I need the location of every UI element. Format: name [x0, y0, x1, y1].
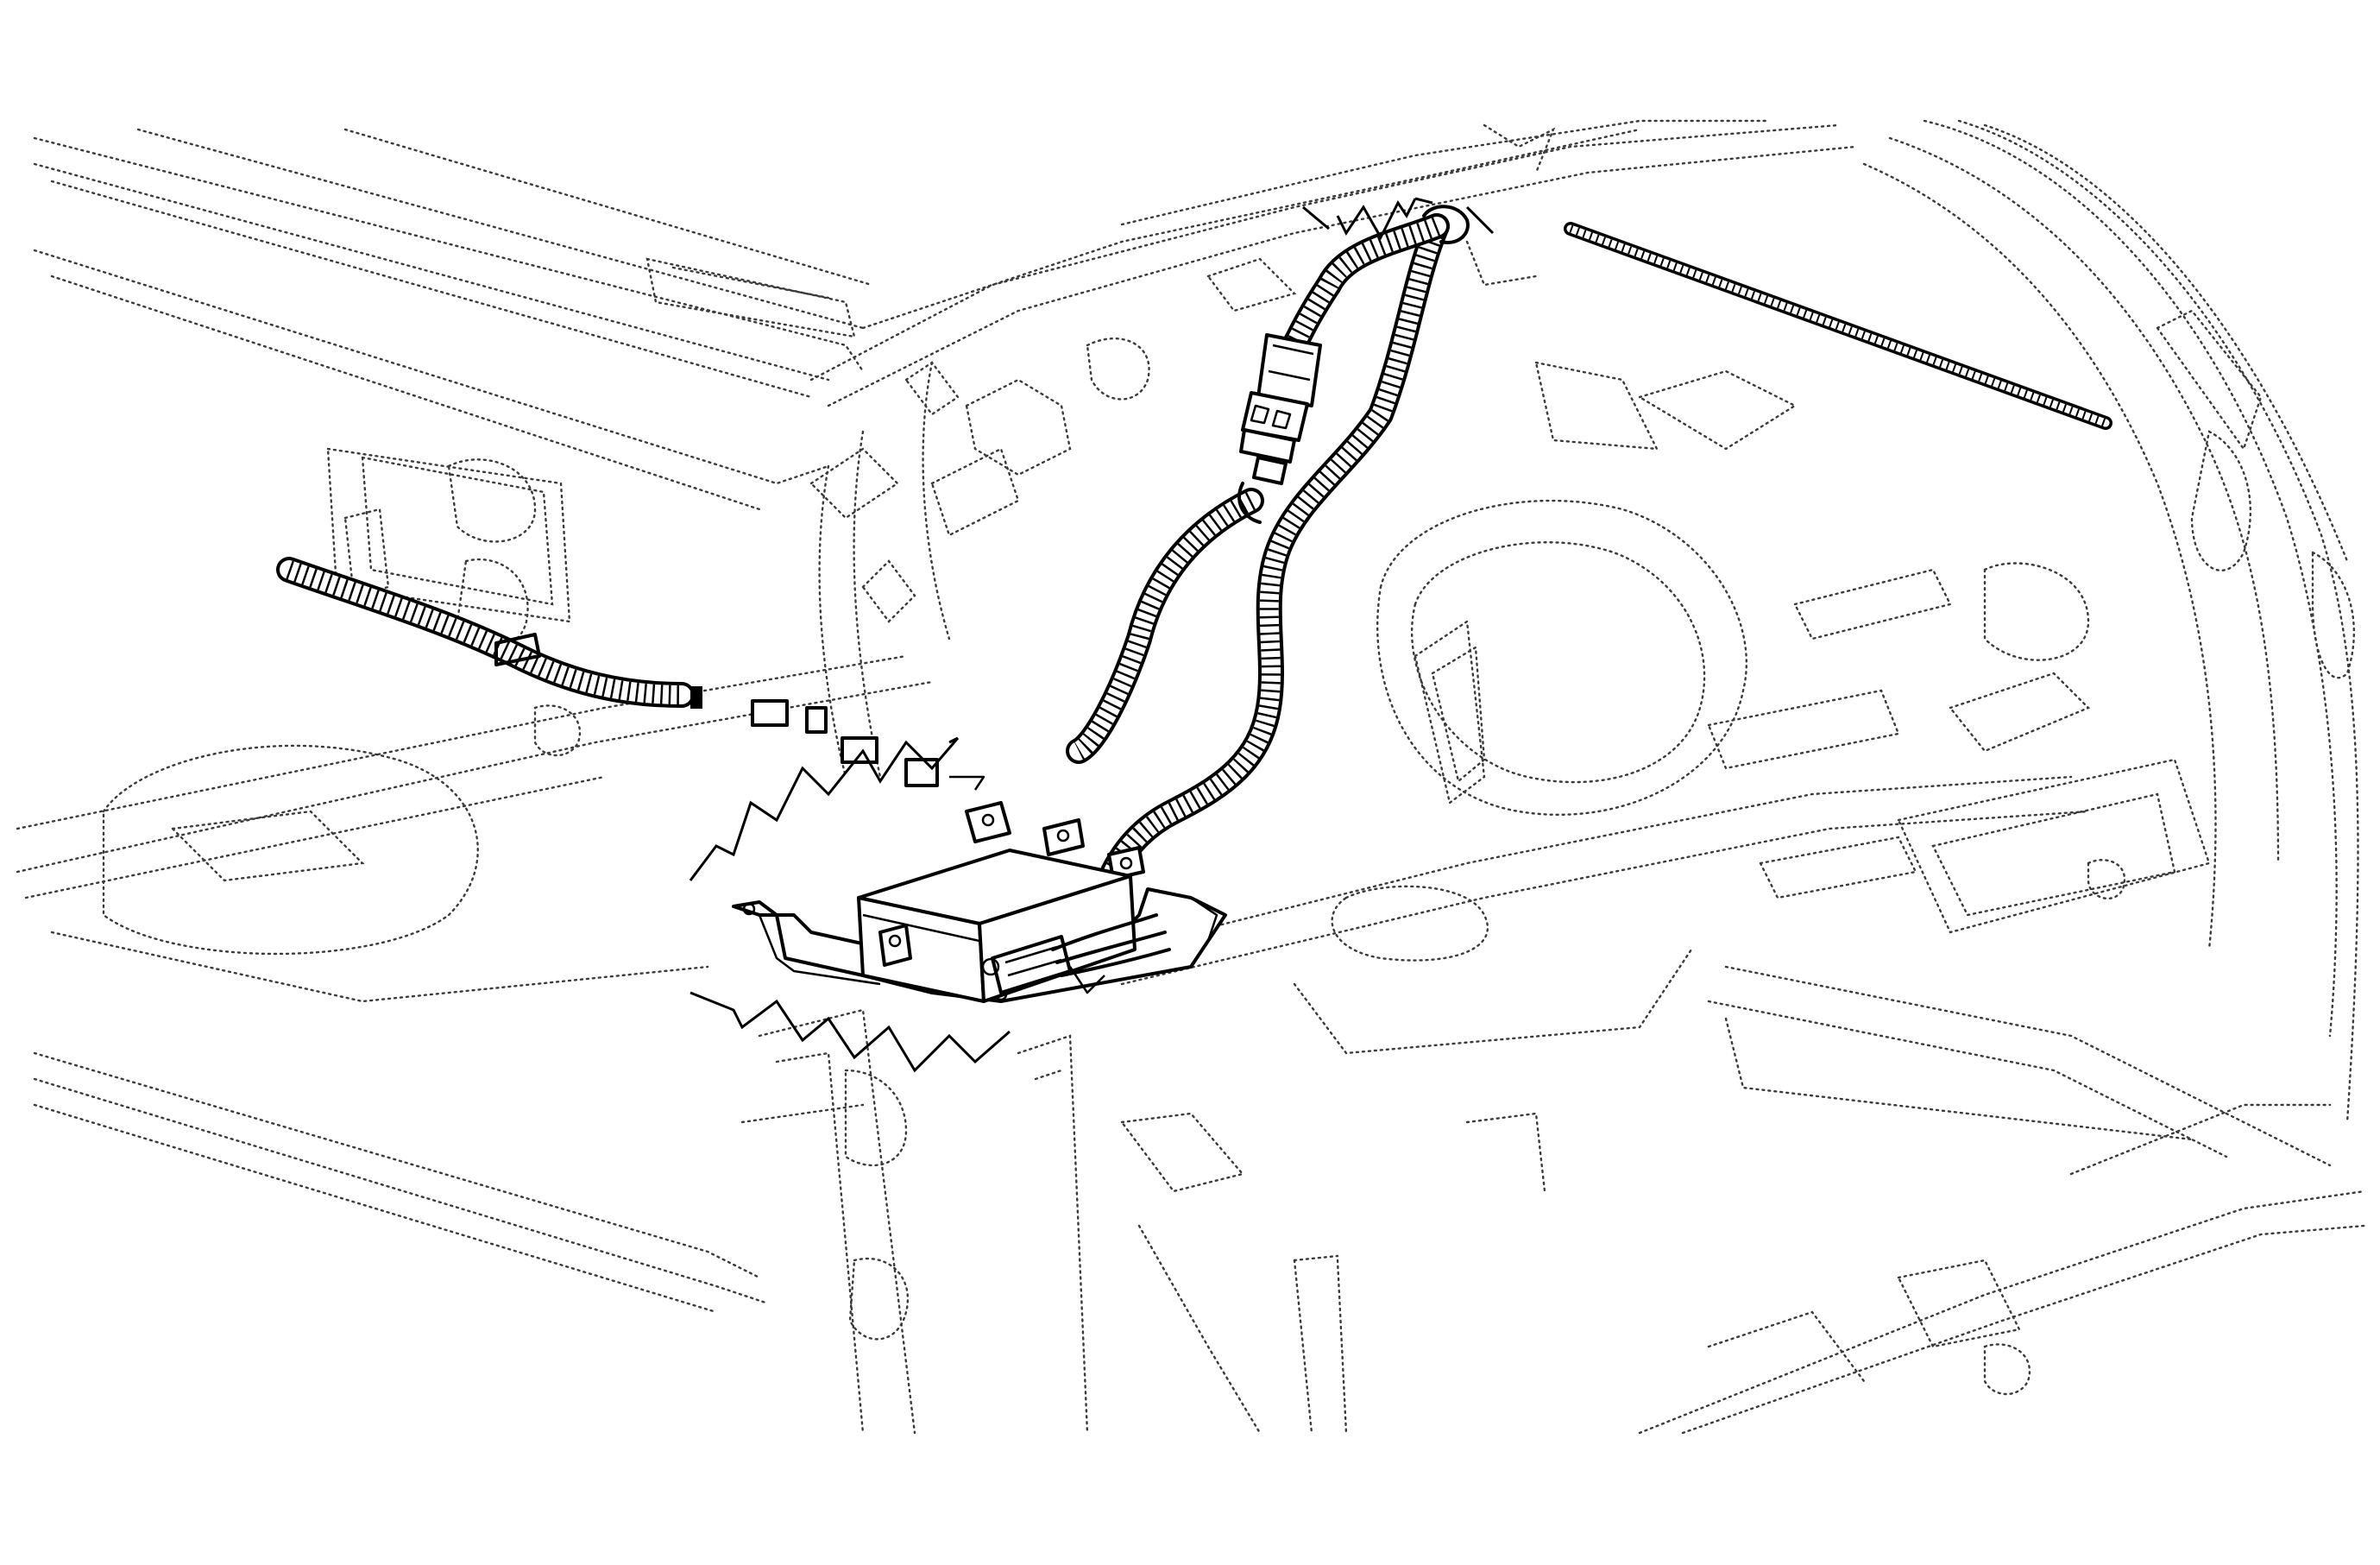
break-lines: [689, 197, 1495, 1073]
harness-cut-end: [1422, 205, 1470, 244]
break-line-lower-left: [689, 991, 1011, 1073]
harness-left-segment: [276, 557, 695, 708]
harness-connector-branch: [1281, 213, 1450, 358]
control-module: [857, 849, 1171, 1003]
electrical-connector: [1237, 333, 1322, 524]
upper-rail-strip: [1564, 222, 2112, 430]
mounting-bracket: [732, 801, 1227, 1003]
harness-clip: [494, 633, 541, 666]
vehicle-body-ghost-outline: [16, 119, 2366, 1435]
break-line-top: [1336, 198, 1417, 241]
harness-break-continuation: [690, 686, 985, 791]
harness-main-segment: [1100, 213, 1450, 885]
harness-pigtail: [1066, 488, 1264, 764]
wiring-harness: [276, 205, 1470, 885]
break-line-upper-left: [689, 737, 960, 881]
